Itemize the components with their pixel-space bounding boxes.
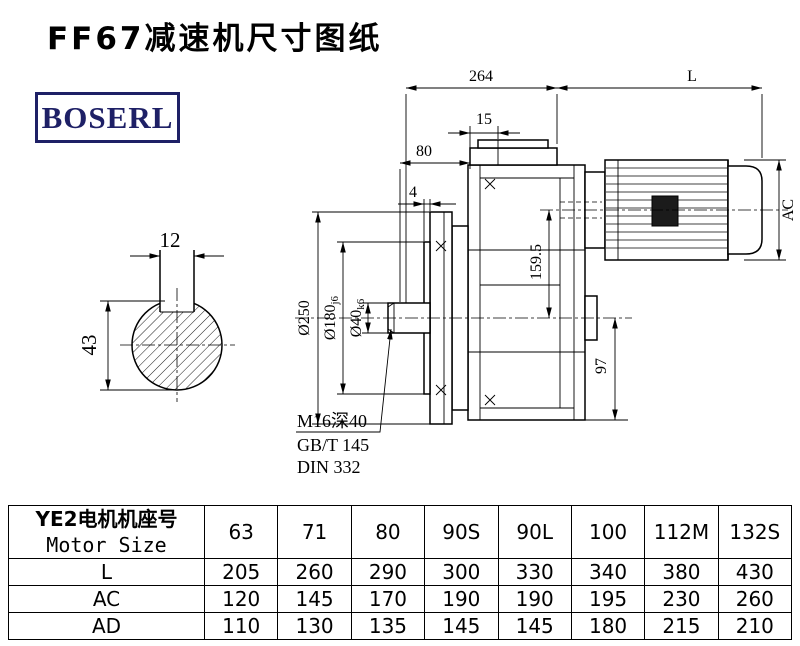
value-cell: 260 (717, 585, 793, 613)
input-cover (469, 147, 558, 166)
motor-nameplate (651, 195, 679, 227)
value-cell: 190 (424, 585, 499, 613)
dim-motor-diameter: AC (780, 199, 797, 221)
note-standard-din: DIN 332 (297, 457, 361, 477)
dim-shaft-diameter: Ø40k6 (348, 298, 367, 337)
value-cell: 130 (277, 612, 352, 640)
dim-4: 4 (409, 184, 417, 201)
shaft-end-notes: M16深40 GB/T 145 DIN 332 (296, 328, 393, 477)
value-cell: 205 (203, 558, 279, 586)
bolt-x-icon (484, 178, 496, 190)
value-cell: 180 (570, 612, 646, 640)
value-cell: 260 (277, 558, 352, 586)
value-cell: 195 (570, 585, 646, 613)
bolt-hole-marks (435, 178, 496, 406)
note-standard-gbt: GB/T 145 (297, 435, 369, 455)
value-cell: 230 (644, 585, 719, 613)
bolt-x-icon (435, 384, 447, 396)
input-cover-step (477, 139, 549, 149)
shaft-end-view: 12 43 (77, 228, 235, 402)
frame-size: 80 (350, 505, 426, 559)
frame-size: 71 (277, 505, 352, 559)
motor (560, 159, 763, 261)
dim-15: 15 (476, 111, 492, 128)
housing-body (467, 164, 586, 421)
frame-size: 100 (570, 505, 646, 559)
value-cell: 290 (350, 558, 426, 586)
gearbox-housing (467, 139, 598, 421)
dim-97: 97 (593, 358, 610, 374)
bolt-x-icon (484, 394, 496, 406)
header-row: YE2电机机座号 Motor Size 63 71 80 90S 90L 100… (8, 505, 793, 559)
page-title: FF67减速机尺寸图纸 (47, 21, 383, 57)
value-cell: 170 (350, 585, 426, 613)
value-cell: 110 (203, 612, 279, 640)
dim-axis-distance: 159.5 (528, 244, 545, 280)
shaft-value: Ø40 (348, 310, 365, 338)
frame-size: 132S (717, 505, 793, 559)
value-cell: 145 (424, 612, 499, 640)
motor-body (604, 159, 729, 261)
value-cell: 340 (570, 558, 646, 586)
dim-overall-length: 264 (469, 68, 493, 85)
value-cell: 300 (424, 558, 499, 586)
value-cell: 145 (497, 612, 572, 640)
value-cell: 215 (644, 612, 719, 640)
reducer-side-view: 264 L 15 80 4 AC (295, 68, 797, 477)
value-cell: 380 (644, 558, 719, 586)
value-cell: 120 (203, 585, 279, 613)
spigot-tolerance: j6 (329, 295, 341, 305)
frame-size: 63 (203, 505, 279, 559)
dim-flange-diameter: Ø250 (296, 300, 313, 336)
brand-text: BOSERL (41, 99, 174, 135)
motor-size-header: YE2电机机座号 Motor Size (8, 505, 205, 559)
bolt-x-icon (435, 240, 447, 252)
frame-size: 112M (644, 505, 719, 559)
shaft-tolerance: k6 (355, 298, 367, 310)
dimensions: 264 L 15 80 4 AC (296, 68, 797, 425)
row-AC: AC 120 145 170 190 190 195 230 260 (8, 585, 793, 613)
dim-motor-length: L (687, 68, 697, 85)
header-label-en: Motor Size (46, 533, 167, 557)
row-label: AC (8, 585, 205, 613)
center-lines (295, 209, 788, 319)
dim-80: 80 (416, 143, 432, 160)
value-cell: 330 (497, 558, 572, 586)
value-cell: 210 (717, 612, 793, 640)
value-cell: 135 (350, 612, 426, 640)
row-label: AD (8, 612, 205, 640)
dim-key-width: 12 (160, 228, 181, 252)
frame-size: 90L (497, 505, 572, 559)
technical-drawing: 12 43 (77, 68, 797, 477)
dim-key-height: 43 (77, 335, 101, 356)
spigot-value: Ø180 (322, 305, 339, 341)
header-label-cn: YE2电机机座号 (35, 507, 178, 531)
note-tapped-hole: M16深40 (297, 411, 367, 431)
row-label: L (8, 558, 205, 586)
row-L: L 205 260 290 300 330 340 380 430 (8, 558, 793, 586)
motor-dimension-table: YE2电机机座号 Motor Size 63 71 80 90S 90L 100… (8, 505, 793, 640)
row-AD: AD 110 130 135 145 145 180 215 210 (8, 612, 793, 640)
dim-spigot-diameter: Ø180j6 (322, 295, 341, 340)
value-cell: 145 (277, 585, 352, 613)
brand-logo: BOSERL (35, 92, 180, 143)
value-cell: 190 (497, 585, 572, 613)
frame-size: 90S (424, 505, 499, 559)
value-cell: 430 (717, 558, 793, 586)
